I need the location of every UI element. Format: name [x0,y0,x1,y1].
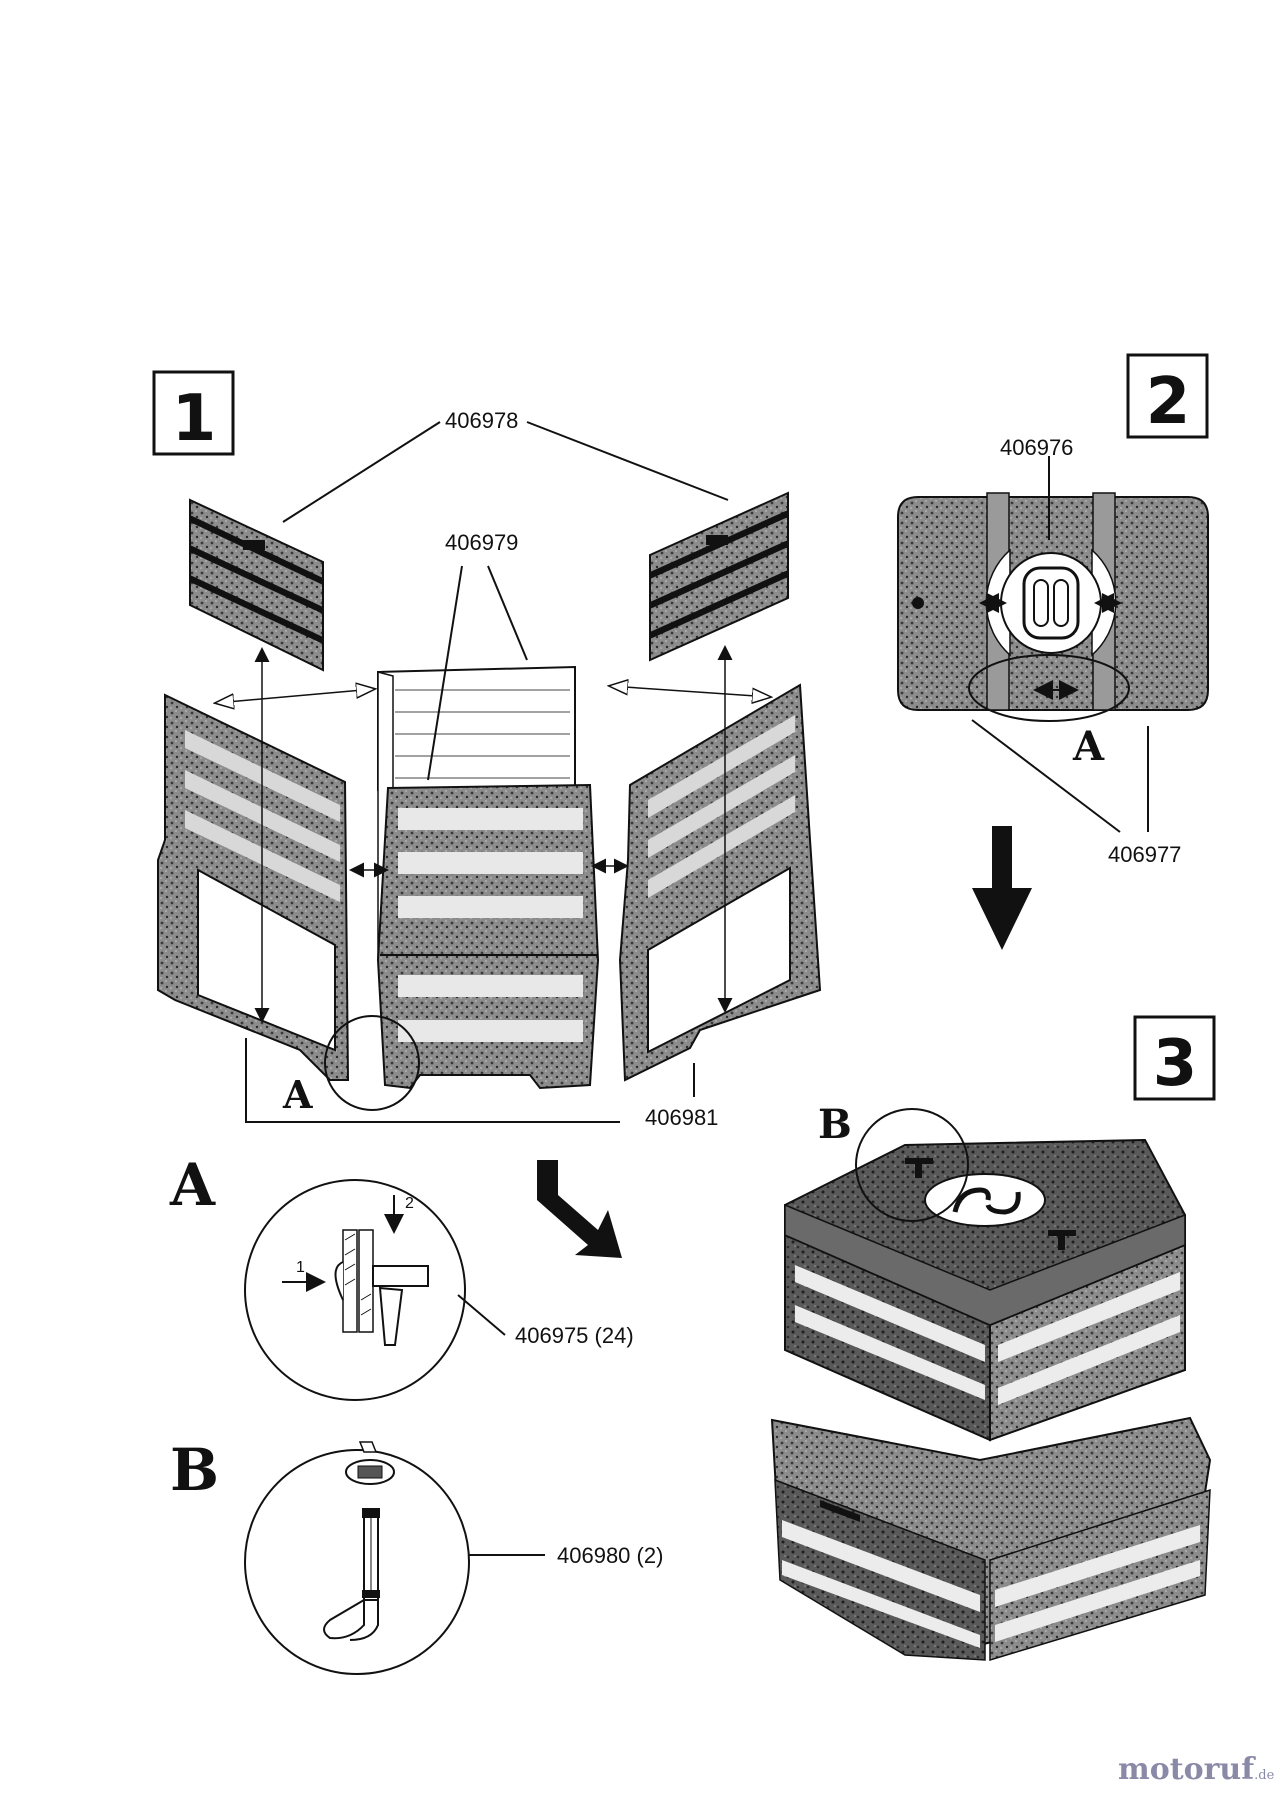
detail-b-title: B [170,1436,219,1504]
detail-b [244,1441,545,1675]
label-406976: 406976 [1000,435,1073,460]
left-side-panel [157,693,350,1081]
label-406977: 406977 [1108,842,1181,867]
detail-a-step-2: 2 [405,1195,414,1212]
label-406980: 406980 (2) [557,1543,663,1568]
top-right-side-panel [649,491,789,662]
step-1-assembly-arrows [216,645,770,1023]
detail-a-step-1: 1 [296,1259,305,1276]
assembled-composter [770,1108,1212,1662]
right-side-panel [618,683,822,1082]
step-2-detail-a-letter: A [1072,723,1105,770]
label-406981: 406981 [645,1105,718,1130]
label-406978: 406978 [445,408,518,433]
label-406979: 406979 [445,530,518,555]
watermark: motoruf.de [1118,1752,1274,1787]
step-1-leaders [245,421,729,1123]
lid-top-view [897,492,1209,722]
step-1-badge: 1 [152,370,235,456]
detail-a-callout-circle [324,1015,420,1111]
step-3-number: 3 [1153,1027,1198,1101]
watermark-suffix: .de [1254,1768,1275,1783]
step-3-badge: 3 [1133,1015,1216,1101]
step-3-detail-b-letter: B [818,1101,852,1148]
step-1-number: 1 [172,382,217,456]
top-left-side-panel [189,498,324,672]
diagonal-arrow [537,1160,622,1258]
label-406975: 406975 (24) [515,1323,634,1348]
step-2-badge: 2 [1126,353,1209,439]
watermark-main: motoruf [1118,1752,1255,1787]
detail-a [244,1179,506,1401]
front-panel [376,783,600,1090]
detail-a-title: A [169,1151,216,1219]
step-2-number: 2 [1146,365,1191,439]
down-arrow [972,826,1032,950]
step-2-arrows [971,456,1149,833]
step-1-detail-a-letter: A [282,1072,313,1117]
